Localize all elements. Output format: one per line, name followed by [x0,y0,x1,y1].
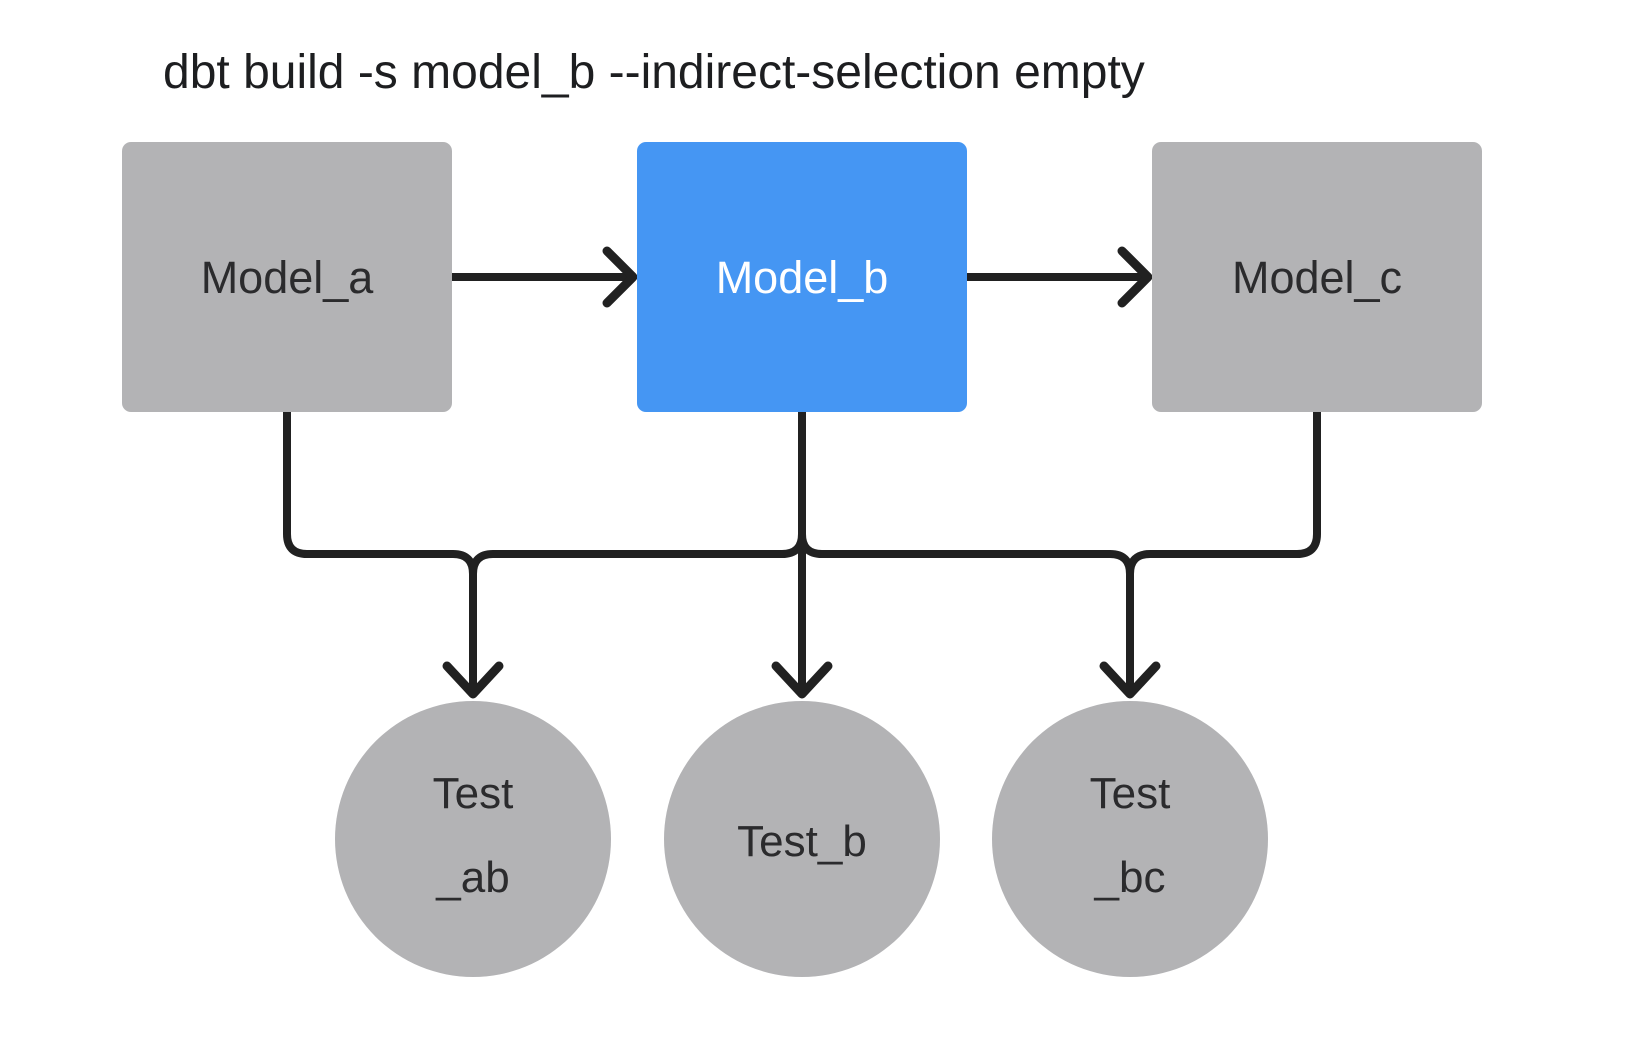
diagram-title: dbt build -s model_b --indirect-selectio… [163,46,1145,99]
test-bc-arrowhead-icon [1099,661,1161,699]
model-c-node [1152,142,1482,412]
edge-model-b-to-test-bc [798,412,1134,600]
edge-model-a-to-test-ab [283,412,477,688]
test-bc-label-line2: _bc [1094,853,1166,902]
test-b-node [664,701,940,977]
test-b-arrowhead-icon [771,661,833,699]
model-c-arrowhead-icon [1117,246,1153,308]
test-bc-node [992,701,1268,977]
model-a-label: Model_a [201,252,375,303]
edge-model-c-to-test-bc [1126,412,1321,688]
test-ab-label-line1: Test [433,769,514,818]
test-ab-node [335,701,611,977]
test-ab-label-line2: _ab [435,853,509,902]
model-c-label: Model_c [1232,252,1402,303]
model-a-node [122,142,452,412]
test-bc-label-line1: Test [1090,769,1171,818]
test-b-label: Test_b [737,817,867,866]
model-b-label: Model_b [716,252,889,303]
model-b-node [637,142,967,412]
edge-model-b-to-test-ab [469,412,806,600]
test-ab-arrowhead-icon [442,661,504,699]
model-b-arrowhead-icon [602,246,638,308]
